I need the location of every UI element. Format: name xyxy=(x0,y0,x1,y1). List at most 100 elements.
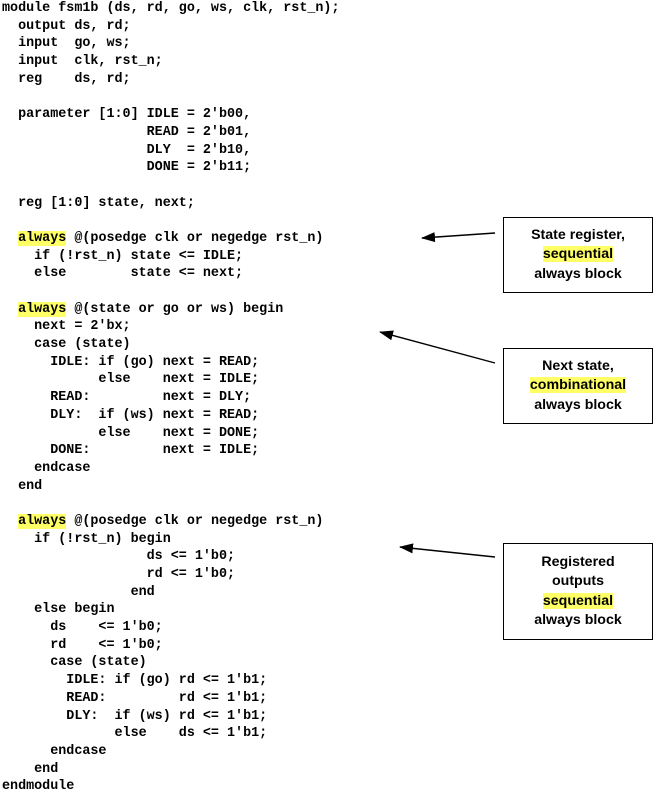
code-line: READ: rd <= 1'b1; xyxy=(2,690,340,708)
code-text: @(posedge clk or negedge rst_n) xyxy=(66,230,324,246)
code-line: DONE = 2'b11; xyxy=(2,159,340,177)
code-line: case (state) xyxy=(2,336,340,354)
registered-outputs-line4: always block xyxy=(534,612,622,628)
next-state-line2: combinational xyxy=(529,377,627,394)
code-line: endcase xyxy=(2,460,340,478)
code-line: else next = DONE; xyxy=(2,425,340,443)
code-line: endmodule xyxy=(2,778,340,796)
code-text: else state <= next; xyxy=(2,266,244,282)
code-text: DLY: if (ws) next = READ; xyxy=(2,407,260,423)
code-text: ds <= 1'b0; xyxy=(2,549,236,565)
code-line: next = 2'bx; xyxy=(2,318,340,336)
code-line: ds <= 1'b0; xyxy=(2,619,340,637)
code-line: DLY: if (ws) rd <= 1'b1; xyxy=(2,708,340,726)
code-line: end xyxy=(2,761,340,779)
state-register-annotation: State register, sequential always block xyxy=(503,217,653,293)
code-text: DLY = 2'b10, xyxy=(2,142,252,158)
code-text: endcase xyxy=(2,460,91,476)
code-line: output ds, rd; xyxy=(2,18,340,36)
code-text: parameter [1:0] IDLE = 2'b00, xyxy=(2,107,252,123)
code-line: DLY: if (ws) next = READ; xyxy=(2,407,340,425)
code-line: if (!rst_n) begin xyxy=(2,531,340,549)
code-line: module fsm1b (ds, rd, go, ws, clk, rst_n… xyxy=(2,0,340,18)
registered-outputs-line3: sequential xyxy=(542,592,614,609)
code-line: reg [1:0] state, next; xyxy=(2,195,340,213)
code-text: READ: next = DLY; xyxy=(2,390,252,406)
code-text: @(state or go or ws) begin xyxy=(66,301,284,317)
state-register-line3: always block xyxy=(534,265,622,282)
code-line: input go, ws; xyxy=(2,35,340,53)
code-line: else state <= next; xyxy=(2,265,340,283)
code-line: IDLE: if (go) next = READ; xyxy=(2,354,340,372)
code-line: ds <= 1'b0; xyxy=(2,548,340,566)
keyword-always-highlight: always xyxy=(18,301,67,317)
registered-outputs-line2: outputs xyxy=(551,573,604,589)
next-state-line1: Next state, xyxy=(542,357,614,374)
code-line: else next = IDLE; xyxy=(2,371,340,389)
code-line: case (state) xyxy=(2,654,340,672)
code-line: READ = 2'b01, xyxy=(2,124,340,142)
next-state-annotation: Next state, combinational always block xyxy=(503,348,653,424)
code-text: case (state) xyxy=(2,337,131,353)
code-text: DONE = 2'b11; xyxy=(2,160,252,176)
code-text: else begin xyxy=(2,602,115,618)
code-text: DONE: next = IDLE; xyxy=(2,443,260,459)
code-text: DLY: if (ws) rd <= 1'b1; xyxy=(2,708,268,724)
code-line: IDLE: if (go) rd <= 1'b1; xyxy=(2,672,340,690)
code-text: IDLE: if (go) rd <= 1'b1; xyxy=(2,673,268,689)
code-text: end xyxy=(2,478,43,494)
code-text: @(posedge clk or negedge rst_n) xyxy=(66,513,324,529)
code-text: end xyxy=(2,761,59,777)
code-line: READ: next = DLY; xyxy=(2,389,340,407)
code-line: DONE: next = IDLE; xyxy=(2,442,340,460)
code-line: rd <= 1'b0; xyxy=(2,566,340,584)
code-text: reg [1:0] state, next; xyxy=(2,195,195,211)
code-text: else next = IDLE; xyxy=(2,372,260,388)
registered-outputs-annotation: Registered outputs sequential always blo… xyxy=(503,543,653,640)
code-text: if (!rst_n) state <= IDLE; xyxy=(2,248,244,264)
code-text: output ds, rd; xyxy=(2,18,131,34)
state-register-line2: sequential xyxy=(542,246,614,263)
code-text: endcase xyxy=(2,743,107,759)
code-text: input clk, rst_n; xyxy=(2,54,163,70)
code-line: parameter [1:0] IDLE = 2'b00, xyxy=(2,106,340,124)
code-line: else begin xyxy=(2,601,340,619)
code-text: reg ds, rd; xyxy=(2,71,131,87)
code-line: input clk, rst_n; xyxy=(2,53,340,71)
code-line: else ds <= 1'b1; xyxy=(2,725,340,743)
code-text: READ = 2'b01, xyxy=(2,124,252,140)
code-line: end xyxy=(2,478,340,496)
code-text: if (!rst_n) begin xyxy=(2,531,171,547)
code-text: ds <= 1'b0; xyxy=(2,620,163,636)
keyword-always-highlight: always xyxy=(18,230,67,246)
code-text: next = 2'bx; xyxy=(2,319,131,335)
code-text: endmodule xyxy=(2,779,75,795)
state-register-line1: State register, xyxy=(531,226,625,243)
code-line: always @(state or go or ws) begin xyxy=(2,301,340,319)
code-text: input go, ws; xyxy=(2,36,131,52)
keyword-always-highlight: always xyxy=(18,513,67,529)
code-text: else ds <= 1'b1; xyxy=(2,726,268,742)
arrow-next-state xyxy=(379,330,496,364)
next-state-line3: always block xyxy=(534,396,622,413)
code-text: end xyxy=(2,584,155,600)
code-line: always @(posedge clk or negedge rst_n) xyxy=(2,230,340,248)
code-line: end xyxy=(2,584,340,602)
code-line: DLY = 2'b10, xyxy=(2,142,340,160)
arrow-registered-outputs xyxy=(399,543,496,558)
code-line: if (!rst_n) state <= IDLE; xyxy=(2,248,340,266)
registered-outputs-line1: Registered xyxy=(541,553,615,570)
code-text: READ: rd <= 1'b1; xyxy=(2,690,268,706)
verilog-code-listing: module fsm1b (ds, rd, go, ws, clk, rst_n… xyxy=(2,0,340,796)
arrow-state-register xyxy=(421,232,496,243)
code-text: IDLE: if (go) next = READ; xyxy=(2,354,260,370)
code-text: case (state) xyxy=(2,655,147,671)
code-text: else next = DONE; xyxy=(2,425,260,441)
code-line: rd <= 1'b0; xyxy=(2,637,340,655)
code-line: always @(posedge clk or negedge rst_n) xyxy=(2,513,340,531)
code-text: module fsm1b (ds, rd, go, ws, clk, rst_n… xyxy=(2,1,340,16)
code-text: rd <= 1'b0; xyxy=(2,567,236,582)
code-text: rd <= 1'b0; xyxy=(2,637,163,653)
code-line: endcase xyxy=(2,743,340,761)
